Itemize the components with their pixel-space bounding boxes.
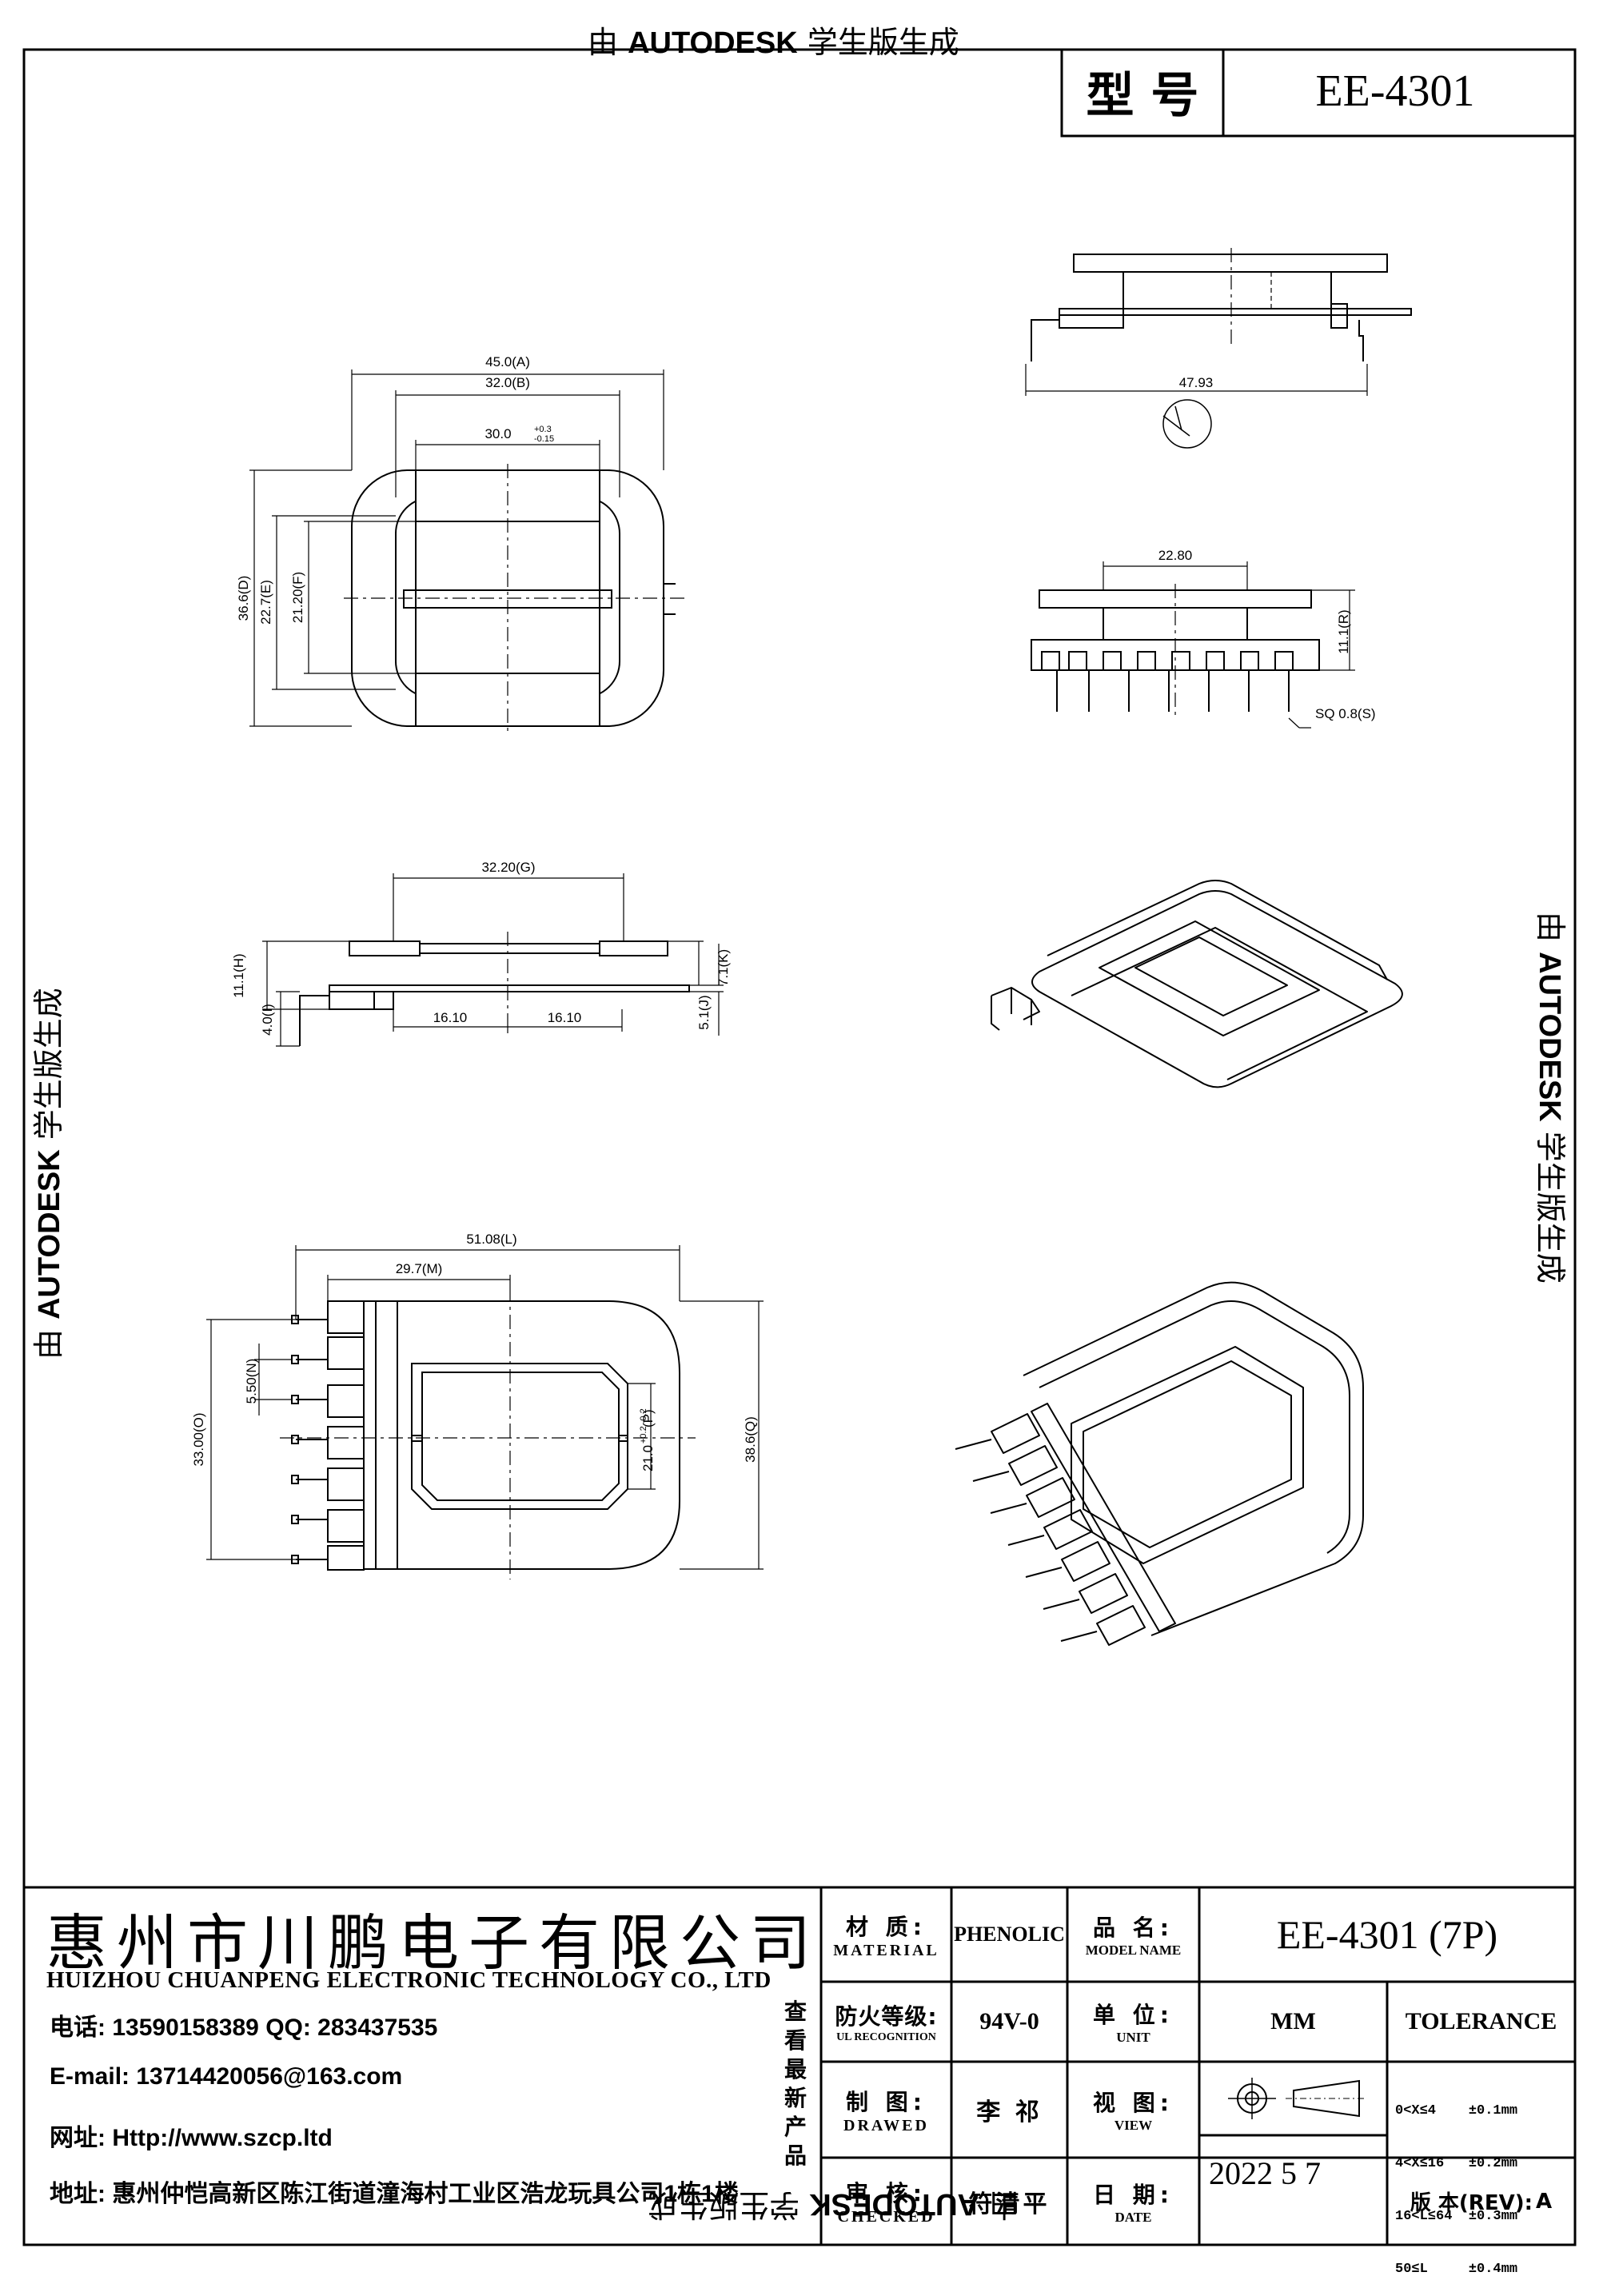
dim-1610-left: 16.10 [433,1010,468,1025]
dim-p: 21.0 +0.2 -0.2 (P) [639,1408,656,1471]
dim-r: 11.1(R) [1336,609,1351,653]
tolerance-label: TOLERANCE [1405,2008,1557,2034]
dim-g: 32.20(G) [481,860,535,875]
dim-o: 33.00(O) [191,1412,206,1466]
svg-text:21.0: 21.0 [640,1445,656,1471]
company-name-en: HUIZHOU CHUANPENG ELECTRONIC TECHNOLOGY … [46,1967,772,1993]
projection-view-symbol [1199,2062,1387,2135]
drawn-label-cell: 制 图: DRAWED [843,2088,929,2134]
bottom-plan-dimensions [206,1245,764,1570]
material-value: PHENOLIC [954,1923,1065,1946]
model-label-cell: 品 名: MODEL NAME [1085,1915,1182,1958]
title-block-frame [24,1886,1575,2245]
top-view [344,464,688,732]
company-email[interactable]: E-mail: 13714420056@163.com [50,2063,403,2090]
header-model-box: 型 号 EE-4301 [1060,48,1577,138]
top-view-dimensions [249,369,664,727]
side-view [1031,584,1320,720]
fire-rating-label-cell: 防火等级: UL RECOGNITION [835,2003,938,2043]
bottom-plan-pins [291,1300,365,1571]
dim-n: 5.50(N) [244,1359,259,1404]
dim-d: 36.6(D) [236,576,251,621]
checked-label-cell: 审 核: CHECKED [837,2180,935,2226]
bottom-plan-view [280,1288,696,1579]
drawn-by-value: 李 祁 [976,2098,1043,2126]
side-note-view-latest[interactable]: 查看 最新 产品 [784,1999,807,2169]
header-model-label: 型 号 [1087,68,1199,124]
isometric-view-2-pins [955,1413,1146,1646]
model-value: EE-4301 (7P) [1276,1912,1498,1957]
isometric-view-1 [991,880,1403,1088]
checked-by-value: 符清平 [968,2190,1051,2218]
front-view [1031,248,1412,361]
dim-1610-right: 16.10 [548,1010,582,1025]
company-phone: 电话: 13590158389 QQ: 283437535 [50,2014,438,2041]
dim-m: 29.7(M) [396,1261,443,1276]
dim-b: 32.0(B) [485,375,530,390]
sheet-border [22,48,1577,2246]
dim-s: SQ 0.8(S) [1315,706,1376,721]
svg-text:+0.2 -0.2: +0.2 -0.2 [639,1408,648,1443]
mid-elevation-view [299,932,690,1046]
dim-e: 22.7(E) [258,580,273,625]
dim-l: 51.08(L) [466,1232,516,1247]
revision-value: A [1536,2189,1553,2214]
svg-text:(P): (P) [640,1409,656,1428]
dim-f: 21.20(F) [290,572,305,623]
revision-label: 版 本(REV): [1410,2191,1533,2215]
dim-k: 7.1(K) [716,949,731,986]
fire-rating-value: 94V-0 [979,2008,1039,2034]
dim-h: 11.1(H) [231,953,246,997]
view-label-cell: 视 图: VIEW [1093,2090,1174,2133]
dim-q: 38.6(Q) [743,1416,758,1463]
mid-elevation-dimensions [262,873,724,1047]
dim-i: 4.0(I) [260,1004,275,1036]
tolerance-table: 0<X≤4 ±0.1mm 4<X≤16 ±0.2mm 16<L≤64 ±0.3m… [1395,2103,1518,2277]
date-label-cell: 日 期: DATE [1093,2181,1174,2225]
dim-j: 5.1(J) [696,995,712,1029]
dim-c-tol-plus: +0.3 [534,425,552,434]
side-view-dimensions [1103,561,1355,729]
material-label-cell: 材 质: MATERIAL [833,1913,939,1959]
unit-value: MM [1270,2008,1316,2034]
header-model-value: EE-4301 [1315,66,1474,116]
front-view-dimensions [1025,364,1368,396]
first-angle-projection-icon [1228,2078,1367,2119]
watermark-top: 由 AUTODESK 学生版生成 [588,25,959,60]
company-name-cn: 惠州市川鹏电子有限公司 [46,1907,820,1979]
dim-2280: 22.80 [1158,548,1193,563]
dim-c-base: 30.0 [484,426,511,441]
side-view-pins [1041,651,1294,712]
isometric-view-2 [955,1281,1364,1646]
revision-cell: 版 本(REV): A [1387,2158,1575,2245]
date-value: 2022 5 7 [1209,2155,1321,2191]
dim-overall-width: 47.93 [1179,375,1214,390]
dim-a: 45.0(A) [485,354,530,369]
unit-label-cell: 单 位: UNIT [1093,2002,1174,2045]
dim-c-tol-minus: -0.15 [534,434,554,444]
company-website[interactable]: 网址: Http://www.szcp.ltd [50,2125,333,2151]
projection-symbol [1162,399,1212,449]
company-address: 地址: 惠州仲恺高新区陈江街道潼海村工业区浩龙玩具公司1栋1楼 [50,2181,739,2207]
